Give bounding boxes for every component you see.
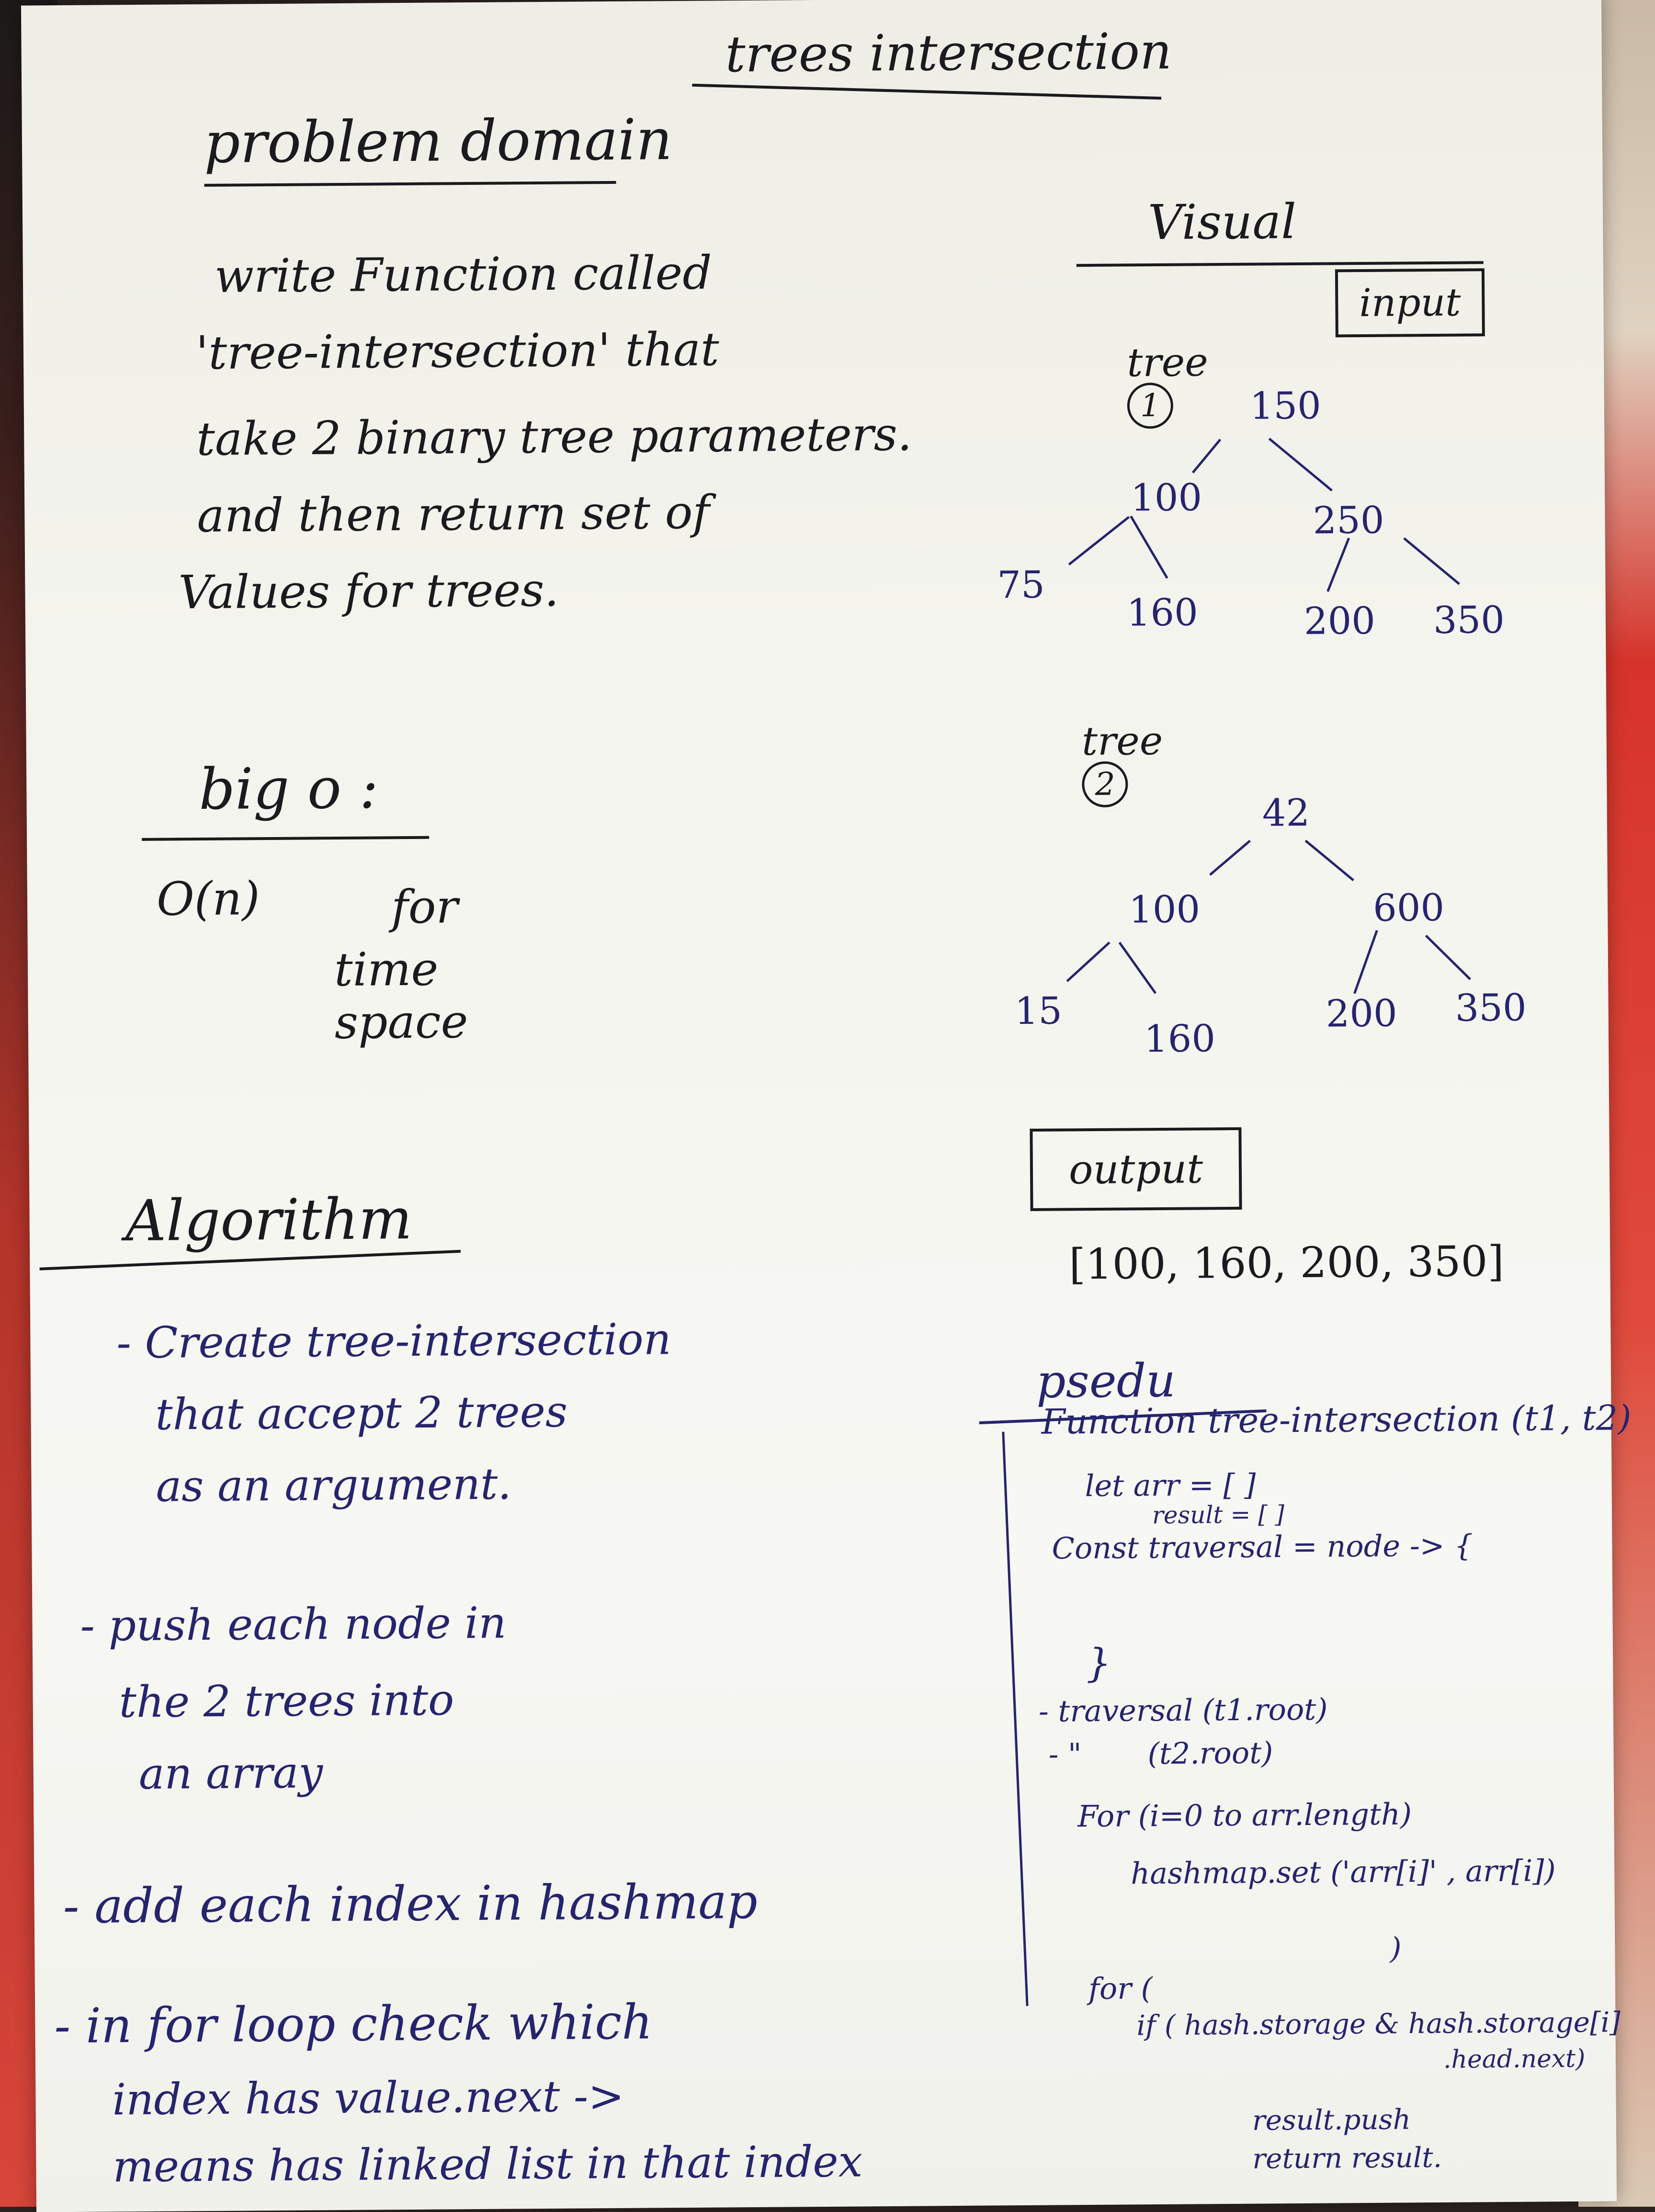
tree2-edge xyxy=(1066,942,1111,982)
algorithm-step-2-line-3: an array xyxy=(138,1747,323,1799)
pseudo-line-9: hashmap.set ('arr[i]' , arr[i]) xyxy=(1130,1853,1556,1891)
tree2-node-160: 160 xyxy=(1144,1017,1216,1061)
visual-heading: Visual xyxy=(1147,193,1297,251)
algorithm-step-1-line-2: that accept 2 trees xyxy=(155,1386,568,1440)
pseudo-line-5: } xyxy=(1086,1640,1111,1687)
tree2-edge xyxy=(1118,942,1157,994)
problem-line-3: take 2 binary tree parameters. xyxy=(196,407,912,466)
tree1-node-75: 75 xyxy=(997,563,1045,607)
tree1-node-100: 100 xyxy=(1130,476,1202,520)
tree1-node-160: 160 xyxy=(1126,591,1199,635)
tree1-edge xyxy=(1068,516,1130,566)
algorithm-step-4-line-3: means has linked list in that index xyxy=(113,2136,863,2192)
pseudo-line-15: return result. xyxy=(1252,2141,1442,2175)
bigo-value: O(n) xyxy=(156,872,260,926)
problem-underline xyxy=(204,181,616,187)
input-box: input xyxy=(1335,268,1485,338)
pseudo-line-1: Function tree-intersection (t1, t2) xyxy=(1041,1397,1632,1442)
pseudo-line-12: if ( hash.storage & hash.storage[i] xyxy=(1136,2006,1621,2042)
tree2-node-200: 200 xyxy=(1326,992,1397,1036)
pseudo-line-7: - " (t2.root) xyxy=(1048,1735,1273,1772)
input-label: input xyxy=(1359,280,1461,326)
algorithm-step-2-line-1: - push each node in xyxy=(80,1598,507,1651)
problem-line-2: 'tree-intersection' that xyxy=(195,322,720,380)
output-label: output xyxy=(1068,1145,1203,1193)
bigo-heading: big o : xyxy=(198,755,379,823)
pseudo-line-11: for ( xyxy=(1088,1971,1153,2007)
algorithm-step-4-line-1: - in for loop check which xyxy=(54,1994,653,2054)
algorithm-step-3-line-1: - add each index in hashmap xyxy=(63,1873,758,1935)
tree1-edge xyxy=(1130,515,1168,579)
tree1-label-text: tree xyxy=(1127,340,1209,386)
pseudo-line-4: Const traversal = node -> { xyxy=(1052,1528,1474,1566)
pseudo-bracket-line xyxy=(1002,1431,1029,2006)
title-underline xyxy=(692,83,1162,100)
pseudo-line-3: result = [ ] xyxy=(1152,1500,1285,1530)
tree1-edge xyxy=(1326,537,1350,592)
problem-line-5: Values for trees. xyxy=(178,563,559,620)
tree2-node-100: 100 xyxy=(1128,888,1201,932)
tree1-node-200: 200 xyxy=(1304,599,1376,643)
algorithm-step-2-line-2: the 2 trees into xyxy=(119,1675,454,1728)
pseudo-line-13: .head.next) xyxy=(1443,2044,1586,2074)
bigo-underline xyxy=(142,836,430,841)
algorithm-step-4-line-2: index has value.next -> xyxy=(112,2071,624,2125)
tree1-node-150: 150 xyxy=(1249,384,1322,428)
algorithm-step-1-line-1: - Create tree-intersection xyxy=(116,1314,671,1369)
algorithm-heading: Algorithm xyxy=(125,1185,413,1254)
tree2-edge xyxy=(1353,930,1378,994)
algorithm-step-1-line-3: as an argument. xyxy=(156,1459,512,1512)
problem-line-1: write Function called xyxy=(214,246,713,303)
problem-heading: problem domain xyxy=(204,106,673,176)
bigo-time: time xyxy=(334,942,439,997)
tree2-node-350: 350 xyxy=(1455,986,1527,1030)
tree2-node-15: 15 xyxy=(1014,989,1063,1033)
tree1-node-250: 250 xyxy=(1313,499,1384,543)
tree1-edge xyxy=(1268,437,1333,492)
visual-underline xyxy=(1076,261,1484,267)
paper-sheet: trees intersection problem domain write … xyxy=(21,0,1632,2212)
output-box: output xyxy=(1030,1127,1242,1211)
tree2-edge xyxy=(1209,839,1251,876)
tree2-node-600: 600 xyxy=(1372,886,1445,930)
tree1-number: 1 xyxy=(1127,382,1174,429)
tree1-edge xyxy=(1403,537,1460,585)
tree1-node-350: 350 xyxy=(1433,598,1505,643)
bigo-space: space xyxy=(334,995,468,1050)
page-title: trees intersection xyxy=(725,22,1172,84)
bigo-for-label: for xyxy=(391,880,458,934)
tree2-node-42: 42 xyxy=(1262,791,1310,835)
pseudo-line-10: ) xyxy=(1390,1930,1402,1966)
problem-line-4: and then return set of xyxy=(197,485,710,543)
pseudo-line-14: result.push xyxy=(1252,2103,1411,2137)
pseudo-line-8: For (i=0 to arr.length) xyxy=(1077,1796,1412,1834)
tree2-edge xyxy=(1425,934,1471,980)
tree1-label: tree 1 xyxy=(1077,304,1209,468)
tree2-number: 2 xyxy=(1082,761,1128,808)
output-value: [100, 160, 200, 350] xyxy=(1068,1236,1505,1289)
pseudo-line-2: let arr = [ ] xyxy=(1085,1467,1256,1504)
tree2-label: tree 2 xyxy=(1032,682,1164,847)
tree2-edge xyxy=(1304,839,1354,882)
pseudo-line-6: - traversal (t1.root) xyxy=(1038,1691,1328,1729)
tree2-label-text: tree xyxy=(1081,718,1163,765)
pseudo-heading: psedu xyxy=(1036,1353,1176,1408)
